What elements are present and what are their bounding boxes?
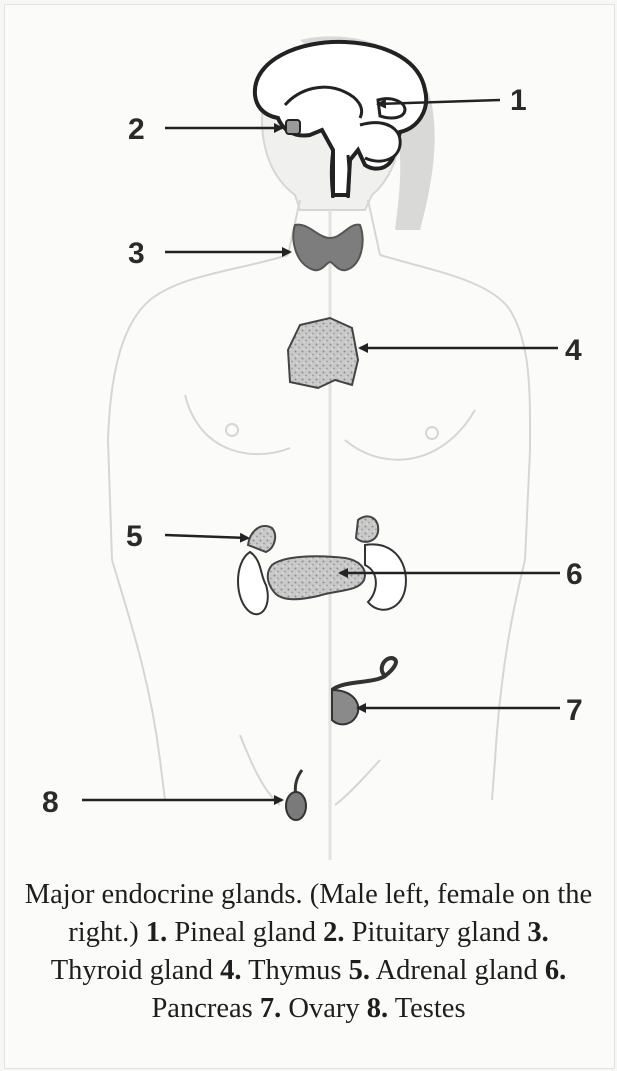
endocrine-diagram: 1 2 3 4 5 6 7 8 — [0, 0, 617, 870]
caption-number-5: 5. — [349, 955, 370, 986]
kidney-right — [365, 544, 406, 609]
testis — [286, 792, 306, 820]
groin-left — [240, 735, 280, 805]
caption-text-5: Adrenal gland — [376, 955, 538, 986]
caption-number-4: 4. — [220, 955, 241, 986]
leader-5 — [165, 535, 248, 538]
caption-number-2: 2. — [323, 917, 344, 948]
thymus-gland — [288, 318, 358, 388]
caption-number-7: 7. — [260, 993, 281, 1024]
callout-number-4: 4 — [565, 334, 582, 367]
caption-text-1: Pineal gland — [174, 917, 316, 948]
kidney-left — [238, 552, 268, 614]
caption-number-3: 3. — [527, 917, 548, 948]
figure-caption: Major endocrine glands. (Male left, fema… — [20, 876, 597, 1028]
caption-text-8: Testes — [395, 993, 466, 1024]
callout-number-8: 8 — [42, 786, 59, 819]
nipple-right — [426, 427, 438, 439]
caption-text-6: Pancreas — [151, 993, 252, 1024]
adrenal-gland-left — [248, 526, 275, 552]
callout-number-7: 7 — [566, 694, 583, 727]
nipple-left — [226, 424, 238, 436]
groin-right — [335, 760, 380, 805]
pituitary-gland — [286, 120, 300, 134]
caption-text-2: Pituitary gland — [352, 917, 521, 948]
pineal-region — [378, 99, 405, 118]
callout-number-2: 2 — [128, 113, 145, 146]
callout-number-3: 3 — [128, 237, 145, 270]
cerebellum — [360, 123, 400, 161]
body-silhouette — [108, 36, 530, 860]
pancreas — [268, 556, 365, 599]
callout-number-6: 6 — [566, 558, 583, 591]
torso-outline — [108, 255, 530, 560]
chest-right — [345, 410, 475, 460]
chest-left — [185, 395, 290, 454]
caption-text-3: Thyroid gland — [51, 955, 213, 986]
caption-number-1: 1. — [146, 917, 167, 948]
waist-right — [492, 560, 525, 800]
glands — [238, 120, 406, 820]
caption-number-6: 6. — [545, 955, 566, 986]
ovary — [332, 690, 358, 724]
callout-number-5: 5 — [126, 520, 143, 553]
caption-number-8: 8. — [367, 993, 388, 1024]
adrenal-gland-right — [356, 516, 378, 541]
ovary-tube — [332, 658, 396, 690]
caption-text-4: Thymus — [248, 955, 341, 986]
callout-number-1: 1 — [510, 84, 527, 117]
thyroid-gland — [293, 225, 362, 271]
waist-left — [112, 560, 165, 800]
caption-text-7: Ovary — [288, 993, 359, 1024]
